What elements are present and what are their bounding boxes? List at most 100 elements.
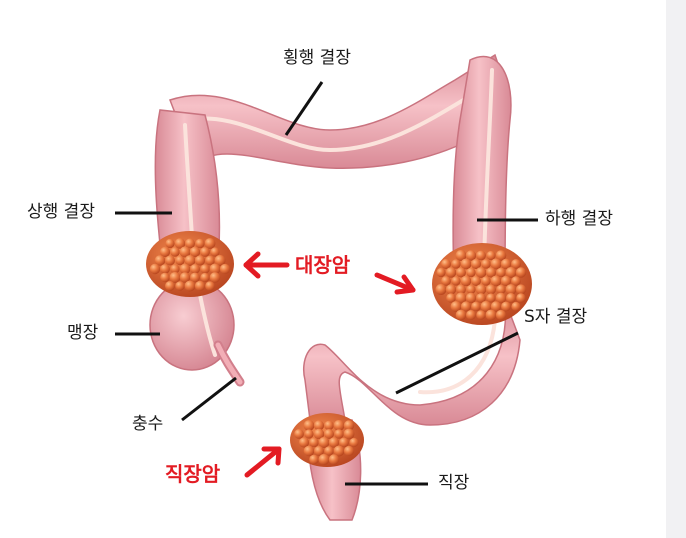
- tumor-nodule: [204, 238, 216, 249]
- tumor-nodule: [318, 454, 330, 465]
- tumor-nodule: [324, 429, 334, 439]
- tumor-nodule: [165, 281, 175, 291]
- tumor-nodule: [200, 247, 210, 257]
- tumor-nodule: [179, 246, 191, 258]
- label-sigmoid-colon: S자 결장: [524, 307, 588, 327]
- tumor-nodule: [160, 272, 170, 283]
- tumor-nodule: [349, 437, 359, 448]
- tumor-nodule: [471, 301, 481, 312]
- tumor-nodule: [476, 250, 486, 261]
- side-panel: [666, 0, 686, 538]
- label-cecum: 맹장: [67, 323, 99, 343]
- tumor-nodule: [490, 275, 502, 287]
- tumor-nodule: [465, 250, 477, 261]
- tumor-nodule: [485, 267, 497, 278]
- appendix: [213, 340, 245, 387]
- tumor-nodule: [445, 284, 457, 295]
- tumor-nodule: [490, 301, 502, 312]
- tumor-nodule: [495, 250, 507, 261]
- tumor-descending: [432, 243, 532, 325]
- tumor-nodule: [455, 309, 467, 321]
- label-descending-colon: 하행 결장: [545, 209, 613, 229]
- tumor-nodule: [209, 272, 221, 283]
- tumor-nodule: [466, 267, 476, 278]
- tumor-nodule: [313, 420, 325, 431]
- tumor-nodule: [451, 276, 461, 286]
- tumor-nodule: [185, 238, 195, 249]
- tumor-nodule: [436, 267, 446, 278]
- tumor-nodule: [456, 284, 466, 295]
- tumor-nodule: [149, 263, 161, 275]
- tumor-nodule: [511, 301, 521, 312]
- label-ascending-colon: 상행 결장: [27, 202, 95, 222]
- colon-illustration: [115, 53, 538, 521]
- leader-sigmoid: [395, 331, 519, 395]
- tumor-nodule: [495, 292, 507, 304]
- tumor-nodule: [441, 276, 451, 286]
- tumor-nodule: [343, 445, 355, 457]
- tumor-nodule: [205, 281, 215, 291]
- tumor-nodule: [455, 292, 467, 304]
- tumor-nodule: [175, 281, 185, 291]
- tumor-nodule: [451, 259, 461, 269]
- tumor-nodule: [175, 255, 185, 266]
- label-rectal-cancer: 직장암: [165, 462, 221, 486]
- tumor-nodule: [455, 250, 467, 261]
- tumor-nodule: [450, 301, 462, 312]
- tumor-nodule: [476, 293, 486, 303]
- tumor-nodule: [515, 267, 527, 278]
- tumor-nodule: [505, 267, 517, 278]
- transverse-colon: [169, 53, 502, 169]
- arrow-icon: [374, 272, 416, 295]
- tumor-nodule: [169, 272, 181, 283]
- tumor-nodule: [456, 267, 466, 278]
- tumor-nodule: [294, 429, 304, 439]
- tumor-nodule: [314, 446, 324, 456]
- tumor-nodule: [303, 445, 315, 457]
- tumor-nodule: [505, 284, 517, 295]
- leader-appendix: [181, 376, 237, 422]
- tumor-nodule: [511, 259, 521, 269]
- tumor-rectum: [290, 413, 364, 467]
- tumor-nodule: [324, 420, 334, 431]
- tumor-nodule: [184, 280, 196, 292]
- arrow-icon: [243, 251, 290, 279]
- tumor-nodule: [343, 428, 355, 440]
- tumor-nodule: [486, 293, 496, 303]
- tumor-nodule: [471, 276, 481, 286]
- tumor-nodule: [189, 246, 201, 258]
- tumor-nodule: [496, 267, 506, 278]
- tumor-nodule: [333, 420, 345, 431]
- tumor-nodule: [184, 255, 196, 266]
- tumor-nodule: [179, 263, 191, 275]
- tumor-nodule: [174, 238, 186, 249]
- tumor-nodule: [476, 310, 486, 320]
- tumor-nodule: [200, 272, 210, 283]
- tumor-nodule: [445, 267, 457, 278]
- tumor-nodule: [460, 275, 472, 287]
- tumor-nodule: [324, 446, 334, 456]
- tumor-nodule: [515, 284, 527, 295]
- tumor-nodule: [309, 437, 319, 448]
- tumor-nodule: [210, 247, 220, 257]
- tumor-nodule: [318, 437, 330, 448]
- tumor-nodule: [496, 284, 506, 295]
- tumor-nodule: [334, 429, 344, 439]
- tumor-nodule: [304, 429, 314, 439]
- tumor-nodule: [209, 263, 221, 275]
- tumor-nodule: [485, 309, 497, 321]
- tumor-nodule: [219, 263, 231, 275]
- label-colon-cancer: 대장암: [295, 253, 351, 277]
- tumor-nodule: [470, 258, 482, 270]
- sigmoid-colon: [303, 299, 521, 426]
- tumor-nodule: [190, 264, 200, 274]
- tumor-nodule: [490, 258, 502, 270]
- tumor-nodule: [333, 445, 345, 457]
- tumor-nodule: [195, 238, 205, 249]
- tumor-nodule: [165, 255, 175, 266]
- tumor-nodule: [205, 255, 215, 266]
- tumor-nodule: [343, 420, 355, 431]
- tumor-nodule: [200, 264, 210, 274]
- tumor-nodule: [500, 258, 512, 270]
